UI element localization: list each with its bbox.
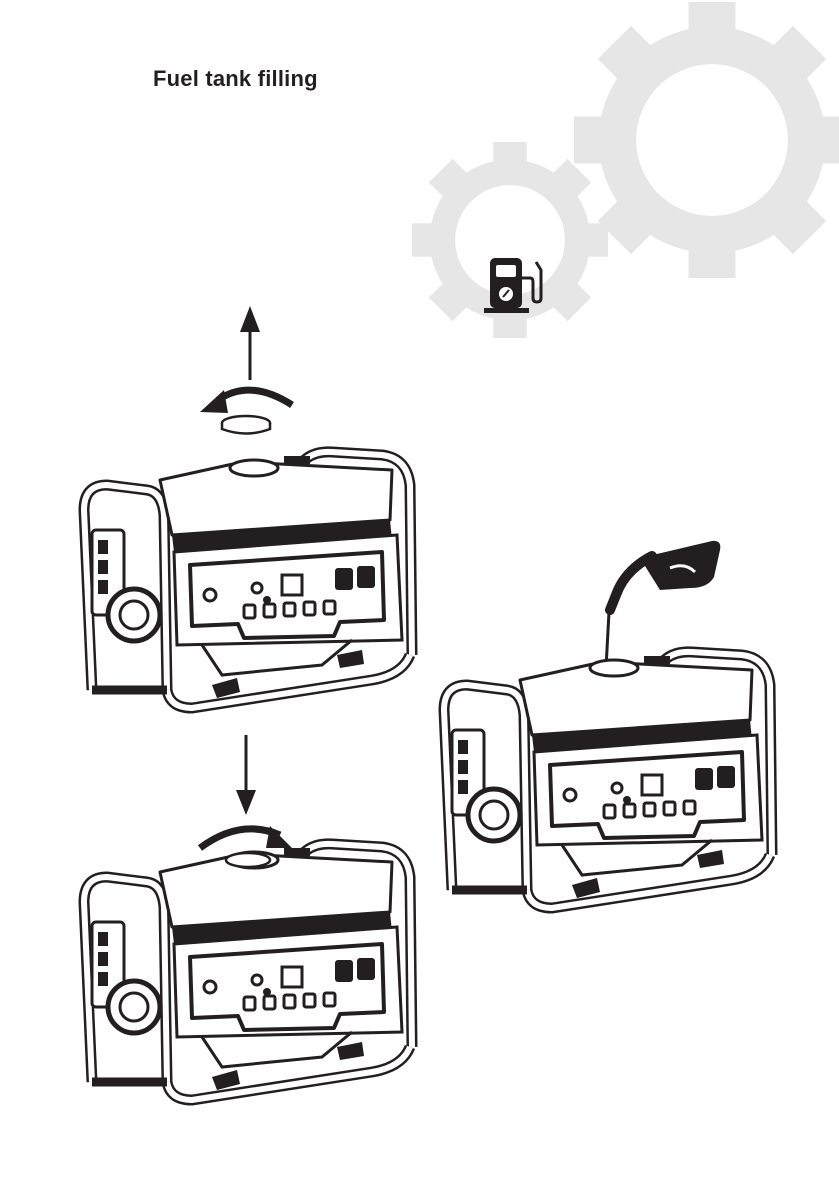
up-arrow-icon xyxy=(240,306,260,380)
generator-cap-refit xyxy=(84,844,412,1100)
generator-cap-removal xyxy=(84,452,412,708)
fuel-cap-icon xyxy=(222,416,270,434)
down-arrow-icon xyxy=(236,735,256,815)
clockwise-arrow-icon xyxy=(200,826,292,848)
large-gear-icon xyxy=(574,2,839,278)
page-title: Fuel tank filling xyxy=(153,66,318,92)
counterclockwise-arrow-icon xyxy=(200,390,292,413)
generator-refueling xyxy=(444,652,772,908)
